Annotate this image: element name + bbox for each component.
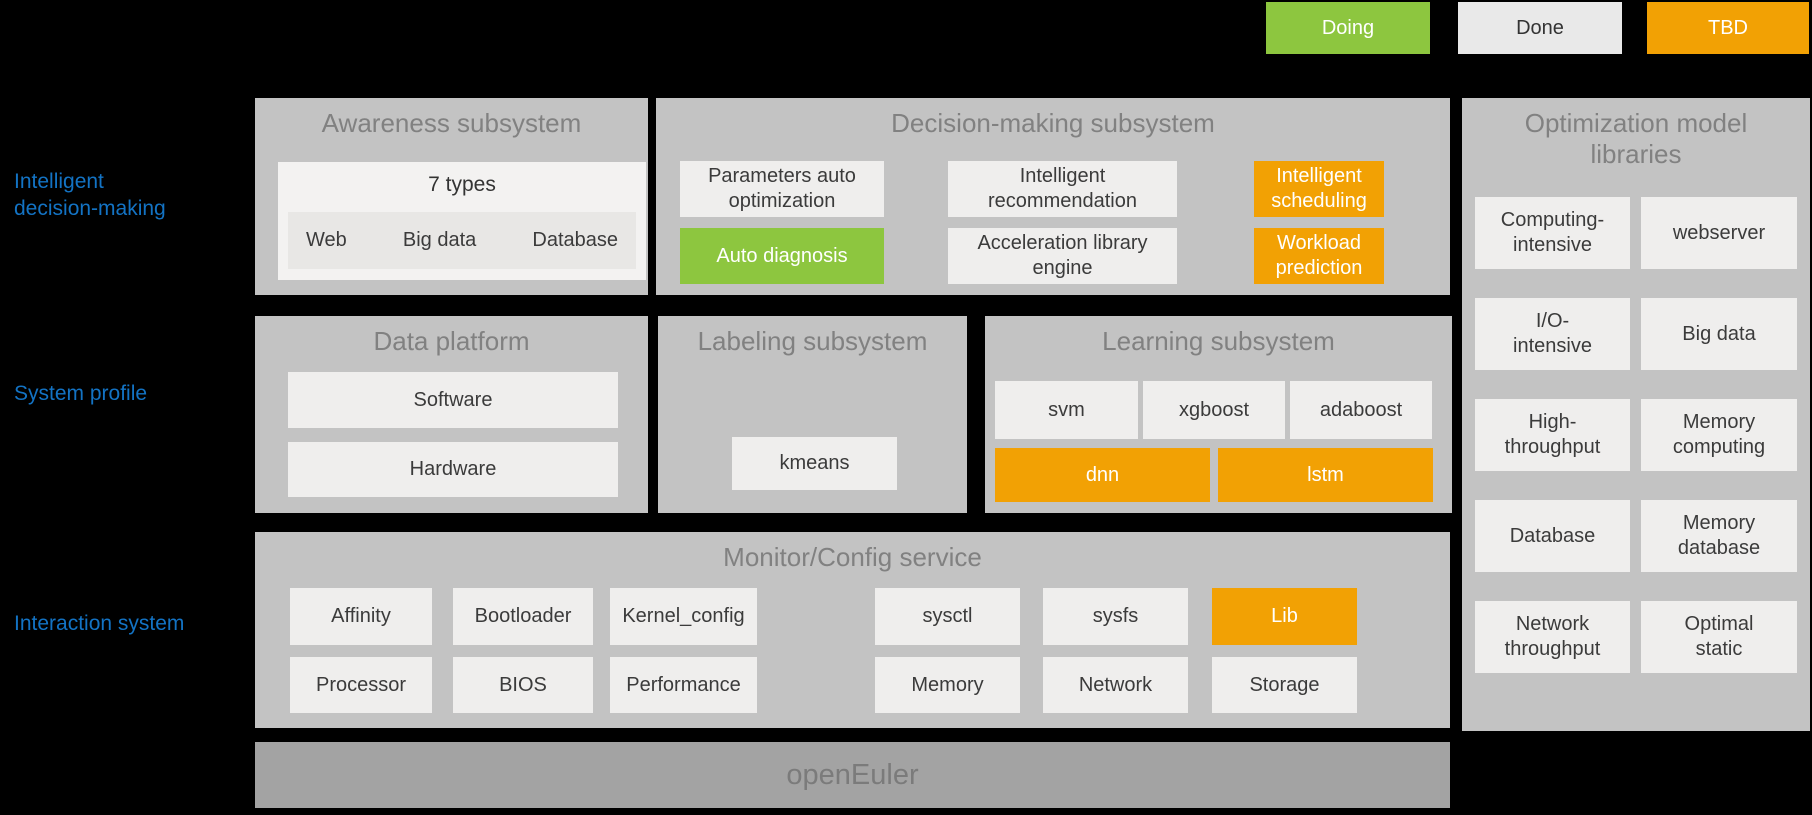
box-memory-database: Memory database xyxy=(1641,500,1797,572)
box-workload-prediction: Workload prediction xyxy=(1254,228,1384,284)
box-svm: svm xyxy=(995,381,1138,439)
section-awareness-subsystem: Awareness subsystem 7 types Web Big data… xyxy=(255,98,648,295)
data-platform-title: Data platform xyxy=(373,326,530,356)
section-labeling-subsystem: Labeling subsystem kmeans xyxy=(658,316,967,513)
box-auto-diagnosis: Auto diagnosis xyxy=(680,228,884,284)
decision-title: Decision-making subsystem xyxy=(891,108,1215,138)
box-sysctl: sysctl xyxy=(875,588,1020,645)
type-big-data: Big data xyxy=(402,229,477,251)
awareness-title: Awareness subsystem xyxy=(321,108,582,138)
box-big-data: Big data xyxy=(1641,298,1797,370)
box-memory-computing: Memory computing xyxy=(1641,399,1797,471)
box-sysfs: sysfs xyxy=(1043,588,1188,645)
awareness-types-strip: Web Big data Database xyxy=(288,212,636,269)
box-intelligent-scheduling: Intelligent scheduling xyxy=(1254,161,1384,217)
box-kernel-config: Kernel_config xyxy=(610,588,757,645)
model-libraries-grid: Computing- intensive webserver I/O- inte… xyxy=(1475,197,1797,673)
row-label-system-profile: System profile xyxy=(14,382,148,405)
row-label-interaction-system: Interaction system xyxy=(14,612,185,635)
legend-item-done: Done xyxy=(1458,2,1622,54)
box-parameters-auto-optimization: Parameters auto optimization xyxy=(680,161,884,217)
box-database: Database xyxy=(1475,500,1630,572)
openeuler-platform-bar: openEuler xyxy=(255,742,1450,808)
box-optimal-static: Optimal static xyxy=(1641,601,1797,673)
box-processor: Processor xyxy=(290,657,432,713)
model-libraries-title: Optimization model libraries xyxy=(1524,108,1748,170)
awareness-types-panel: 7 types Web Big data Database xyxy=(278,162,646,280)
box-bootloader: Bootloader xyxy=(453,588,593,645)
box-webserver: webserver xyxy=(1641,197,1797,269)
box-computing-intensive: Computing- intensive xyxy=(1475,197,1630,269)
box-intelligent-recommendation: Intelligent recommendation xyxy=(948,161,1177,217)
box-storage: Storage xyxy=(1212,657,1357,713)
monitor-title: Monitor/Config service xyxy=(723,542,982,572)
learning-title: Learning subsystem xyxy=(1102,326,1335,356)
box-affinity: Affinity xyxy=(290,588,432,645)
box-performance: Performance xyxy=(610,657,757,713)
row-label-intelligent-decision-making: Intelligent decision-making xyxy=(14,170,166,221)
box-hardware: Hardware xyxy=(288,442,618,497)
box-dnn: dnn xyxy=(995,448,1210,502)
box-network-throughput: Network throughput xyxy=(1475,601,1630,673)
box-software: Software xyxy=(288,372,618,428)
box-io-intensive: I/O- intensive xyxy=(1475,298,1630,370)
labeling-title: Labeling subsystem xyxy=(697,326,928,356)
type-web: Web xyxy=(306,229,347,251)
type-database: Database xyxy=(532,229,618,251)
openeuler-label: openEuler xyxy=(786,758,919,791)
box-memory: Memory xyxy=(875,657,1020,713)
section-monitor-config-service: Monitor/Config service Affinity Bootload… xyxy=(255,532,1450,728)
box-lstm: lstm xyxy=(1218,448,1433,502)
legend-item-doing: Doing xyxy=(1266,2,1430,54)
box-adaboost: adaboost xyxy=(1290,381,1432,439)
box-lib: Lib xyxy=(1212,588,1357,645)
section-data-platform: Data platform Software Hardware xyxy=(255,316,648,513)
awareness-types-count: 7 types xyxy=(428,173,496,196)
section-learning-subsystem: Learning subsystem svm xgboost adaboost … xyxy=(985,316,1452,513)
section-decision-making-subsystem: Decision-making subsystem Parameters aut… xyxy=(656,98,1450,295)
box-kmeans: kmeans xyxy=(732,437,897,490)
box-acceleration-library-engine: Acceleration library engine xyxy=(948,228,1177,284)
box-xgboost: xgboost xyxy=(1143,381,1285,439)
box-high-throughput: High- throughput xyxy=(1475,399,1630,471)
box-bios: BIOS xyxy=(453,657,593,713)
legend-item-tbd: TBD xyxy=(1647,2,1809,54)
section-optimization-model-libraries: Optimization model libraries Computing- … xyxy=(1462,98,1810,731)
box-network: Network xyxy=(1043,657,1188,713)
